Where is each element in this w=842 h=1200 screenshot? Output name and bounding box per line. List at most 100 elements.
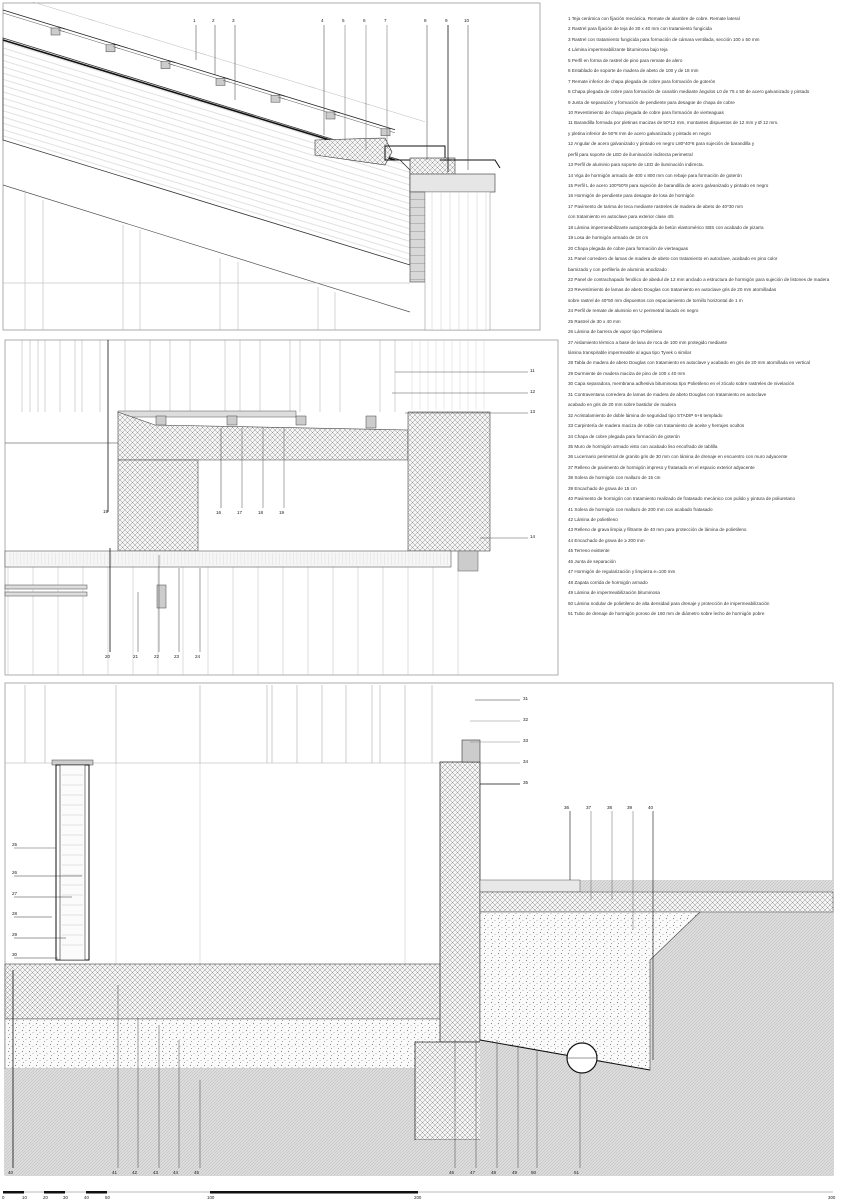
scale-tick-30: 30 <box>63 1195 68 1200</box>
legend-line: 41 Solera de hormigón con mallazo de 200… <box>568 506 713 512</box>
roof-tile-outline <box>197 52 261 72</box>
callout-25: 25 <box>12 842 18 847</box>
legend-line: 4 Lámina impermeabilizante bituminosa ba… <box>568 47 668 53</box>
legend-line: 48 Zapata corrida de hormigón armado <box>568 579 648 585</box>
roof-tile <box>277 93 341 114</box>
tile-batten <box>325 111 336 120</box>
tile-batten <box>380 128 391 137</box>
roof-tile <box>112 43 176 63</box>
legend-line: 45 Terreno existente <box>568 548 610 554</box>
callout-2: 2 <box>212 18 215 23</box>
callout-29: 29 <box>12 932 18 937</box>
legend-line: sobre rastrel de 40*50 mm dispuestos con… <box>568 297 743 303</box>
roof-tile-outline <box>362 102 426 123</box>
scale-tick-0: 0 <box>2 1195 5 1200</box>
legend-line: 10 Revestimiento de chapa plegada de cob… <box>568 109 724 115</box>
legend-line: 31 Contraventana corredera de lamas de m… <box>568 391 767 397</box>
legend-line: 2 Rastrel para fijación de teja de 30 x … <box>568 26 712 32</box>
roof-eave-detail: 1 2 3 4 5 6 7 8 9 10 <box>2 1 541 331</box>
legend-line: 21 Panel corredero de lamas de madera de… <box>568 256 778 262</box>
callout-24: 24 <box>195 654 201 659</box>
callout-8: 8 <box>424 18 427 23</box>
callout-33: 33 <box>523 738 529 743</box>
callout-labels-top: 1 2 3 4 5 6 7 8 9 10 <box>193 18 470 172</box>
callout-15: 15 <box>103 509 109 514</box>
scale-tick-10: 10 <box>22 1195 27 1200</box>
legend-line: 16 Hormigón de pendiente para desagüe de… <box>568 193 695 199</box>
roof-tile-outline <box>307 85 371 106</box>
legend-line: 20 Chapa plegada de cobre para formación… <box>568 245 689 251</box>
legend-line: 43 Relleno de grava limpia y filtrante d… <box>568 527 747 533</box>
callout-16: 16 <box>216 510 222 515</box>
scale-tick-100: 100 <box>207 1195 215 1200</box>
legend-line: 42 Lámina de polietileno <box>568 517 618 522</box>
callout-10: 10 <box>464 18 470 23</box>
callout-30: 30 <box>12 952 18 957</box>
legend-line: 29 Durmiente de madera maciza de pino de… <box>568 370 686 376</box>
legend-line: 35 Muro de hormigón armado visto con aca… <box>568 443 718 449</box>
roof-tile <box>222 76 286 97</box>
roof-tile-outline <box>142 35 206 55</box>
callout-22: 22 <box>154 654 160 659</box>
callout-17: 17 <box>237 510 243 515</box>
legend-line: 26 Lámina de barrera de vapor tipo Polie… <box>568 329 663 335</box>
callout-36: 36 <box>564 805 570 810</box>
legend-line: 23 Revestimiento de lamas de abeto Dougl… <box>568 287 777 293</box>
legend-line: 44 Encachado de grava de ≥ 200 mm <box>568 537 645 543</box>
roof-tile <box>332 110 396 131</box>
callout-37: 37 <box>586 805 592 810</box>
legend-line: 12 Angular de acero galvanizado y pintad… <box>568 141 755 147</box>
legend-line: 17 Pavimento de tarima de teca mediante … <box>568 203 743 209</box>
legend-line: perfil para soporte de LED de iluminació… <box>568 151 693 157</box>
materials-legend: 1 Teja cerámica con fijación mecánica. R… <box>568 14 840 619</box>
callout-35: 35 <box>523 780 529 785</box>
legend-line: 46 Junta de separación <box>568 558 616 564</box>
legend-line: 30 Capa separadora, membrana adhesiva bi… <box>568 381 795 387</box>
legend-line: acabado en gris de 20 mm sobre bastidor … <box>568 402 677 408</box>
legend-line: 1 Teja cerámica con fijación mecánica. R… <box>568 16 740 21</box>
tile-batten <box>50 27 61 36</box>
scale-tick-50: 50 <box>105 1195 110 1200</box>
callout-21: 21 <box>133 654 139 659</box>
callout-5: 5 <box>342 18 345 23</box>
legend-line: 47 Hormigón de regularización y limpieza… <box>568 569 676 575</box>
legend-line: 8 Chapa plegada de cobre para formación … <box>568 89 810 95</box>
callout-12: 12 <box>530 389 536 394</box>
callout-49: 49 <box>512 1170 518 1175</box>
foundation-detail: 31 32 33 34 35 36 37 38 39 40 25 26 27 2… <box>4 682 834 1176</box>
scale-tick-200: 200 <box>414 1195 422 1200</box>
callout-31: 31 <box>523 696 529 701</box>
tile-batten <box>215 78 226 86</box>
callout-13: 13 <box>530 409 536 414</box>
legend-line: lámina transpirable impermeable al agua … <box>568 350 692 355</box>
legend-line: 19 Losa de hormigón armado de 18 cm <box>568 235 649 241</box>
tile-batten <box>270 94 281 103</box>
roof-tile <box>57 26 121 47</box>
legend-line: 34 Chapa de cobre plegada para formación… <box>568 433 680 439</box>
legend-line: 37 Relleno de pavimento de hormigón impr… <box>568 464 755 470</box>
legend-line: 33 Carpintería de madera maciza de roble… <box>568 423 745 429</box>
callout-43: 43 <box>153 1170 159 1175</box>
callout-44: 44 <box>173 1170 179 1175</box>
legend-line: 11 Barandilla formada por pletinas maciz… <box>568 120 779 126</box>
callout-51: 51 <box>574 1170 580 1175</box>
legend-line: 9 Junta de separación y formación de pen… <box>568 99 735 105</box>
callout-14: 14 <box>530 534 536 539</box>
callout-40-upper: 40 <box>648 805 654 810</box>
callout-40: 40 <box>8 1170 14 1175</box>
callout-47: 47 <box>470 1170 476 1175</box>
legend-line: 51 Tubo de drenaje de hormigón poroso de… <box>568 610 765 616</box>
callout-18: 18 <box>258 510 264 515</box>
callout-3: 3 <box>232 18 235 23</box>
callout-23: 23 <box>174 654 180 659</box>
callout-labels-mid: 11 12 13 14 15 16 17 18 19 20 21 22 23 2… <box>103 368 536 659</box>
legend-line: 28 Tabla de madera de abeto Douglas con … <box>568 360 811 366</box>
callout-41: 41 <box>112 1170 118 1175</box>
legend-line: 50 Lámina nodular de polietileno de alta… <box>568 600 770 606</box>
legend-line: 32 Acristalamiento de doble lámina de se… <box>568 412 723 418</box>
legend-line: 39 Encachado de grava de 15 cm <box>568 485 637 491</box>
legend-line: 38 Solera de hormigón con mallazo de 15 … <box>568 475 661 481</box>
callout-4: 4 <box>321 18 324 23</box>
roof-tile-outline <box>32 1 96 22</box>
legend-line: con tratamiento en autoclave para exteri… <box>568 214 674 220</box>
